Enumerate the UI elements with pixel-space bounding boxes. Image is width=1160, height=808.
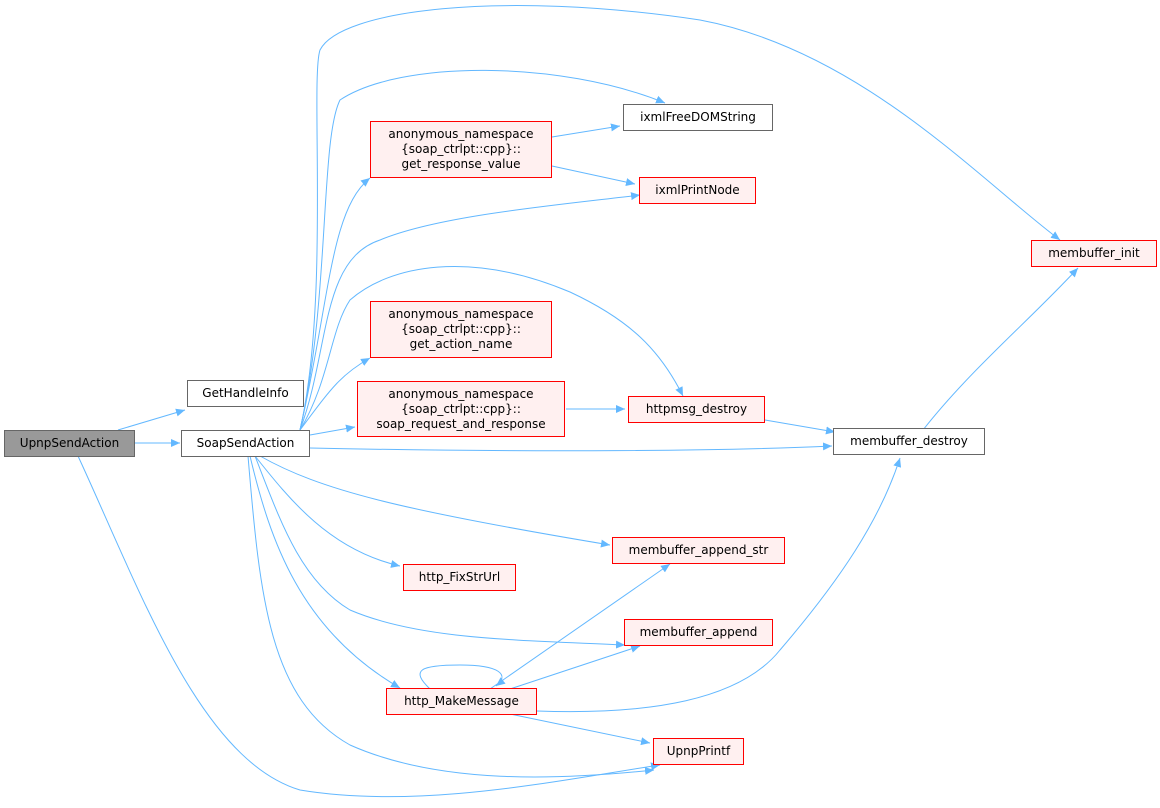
node-label-line3: soap_request_and_response [376,416,546,431]
edge-upnp-to-gethandleinfo [117,408,186,431]
edge-httpmakemessage-to-membufferappend [509,645,641,690]
edge-getresponsevalue-to-ixmlprintnode [551,165,636,187]
edge-soap-to-ixmlprintnode [299,192,641,431]
edges [77,5,1079,798]
node-label: UpnpSendAction [19,436,120,450]
edge-soap-to-membufferdestroy [309,442,833,452]
edge-soap-to-upnpprintf [247,455,655,778]
node-label: SoapSendAction [196,436,295,450]
node-label: http_FixStrUrl [418,570,501,584]
edge-httpmakemessage-self-loop [419,664,506,690]
node-label: http_MakeMessage [404,694,519,708]
node-label: httpmsg_destroy [645,402,748,416]
node-label: ixmlPrintNode [655,183,740,197]
node-label: membuffer_destroy [850,434,968,448]
edge-soap-to-getactionname [299,357,371,431]
node-soap-request-and-response[interactable]: anonymous_namespace {soap_ctrlpt::cpp}::… [357,381,565,437]
node-label-line3: get_response_value [401,157,521,171]
edge-soap-to-membufferinit [299,5,1061,431]
edge-httpmakemessage-to-membufferappendstr [489,563,671,690]
node-ixml-free-domstring[interactable]: ixmlFreeDOMString [623,104,773,131]
node-ixml-print-node[interactable]: ixmlPrintNode [639,177,756,204]
edge-upnp-to-upnpprintf [77,455,661,798]
node-membuffer-init[interactable]: membuffer_init [1031,240,1157,267]
node-upnp-send-action: UpnpSendAction [4,430,135,457]
node-upnp-printf[interactable]: UpnpPrintf [653,738,744,765]
node-soap-send-action[interactable]: SoapSendAction [181,430,310,457]
node-membuffer-append-str[interactable]: membuffer_append_str [612,537,785,564]
node-label-line1: anonymous_namespace [388,127,534,141]
edge-soap-to-httpmakemessage [249,455,401,689]
edge-soap-to-soaprequest [309,424,356,436]
node-label-line1: anonymous_namespace [388,386,534,401]
node-label-line3: get_action_name [409,337,513,351]
node-label-line1: anonymous_namespace [388,307,534,321]
edge-soap-to-getresponsevalue [299,177,371,431]
node-label-line2: {soap_ctrlpt::cpp}:: [401,322,521,336]
node-http-fix-str-url[interactable]: http_FixStrUrl [403,564,516,591]
edge-getresponsevalue-to-ixmlfreedomstring [551,123,621,138]
node-http-make-message[interactable]: http_MakeMessage [386,688,537,715]
edge-httpmsgdestroy-to-membufferdestroy [764,419,836,435]
edge-soap-to-membufferappend [254,455,626,649]
node-get-handle-info[interactable]: GetHandleInfo [187,380,304,407]
node-get-response-value[interactable]: anonymous_namespace {soap_ctrlpt::cpp}::… [370,121,552,178]
node-httpmsg-destroy[interactable]: httpmsg_destroy [628,396,765,423]
edge-soap-to-httpfixstrurl [254,455,401,568]
node-label-line2: {soap_ctrlpt::cpp}:: [401,401,521,416]
edge-soap-to-membufferappendstr [259,455,611,548]
node-label: membuffer_append [639,625,758,639]
edge-soap-to-httpmsgdestroy [299,266,684,431]
node-label: UpnpPrintf [666,744,731,758]
node-membuffer-append[interactable]: membuffer_append [624,619,773,646]
edge-httpmakemessage-to-membufferdestroy [536,457,902,713]
node-label: ixmlFreeDOMString [640,110,756,124]
edge-httpmakemessage-to-upnpprintf [509,713,651,746]
edge-membufferdestroy-to-membufferinit [922,267,1079,431]
node-get-action-name[interactable]: anonymous_namespace {soap_ctrlpt::cpp}::… [370,301,552,358]
node-membuffer-destroy[interactable]: membuffer_destroy [833,428,985,455]
node-label: membuffer_init [1048,246,1140,260]
node-label: GetHandleInfo [202,386,289,400]
edge-soap-to-ixmlfreedomstring [299,69,666,431]
node-label-line2: {soap_ctrlpt::cpp}:: [401,142,521,156]
node-label: membuffer_append_str [628,543,769,557]
